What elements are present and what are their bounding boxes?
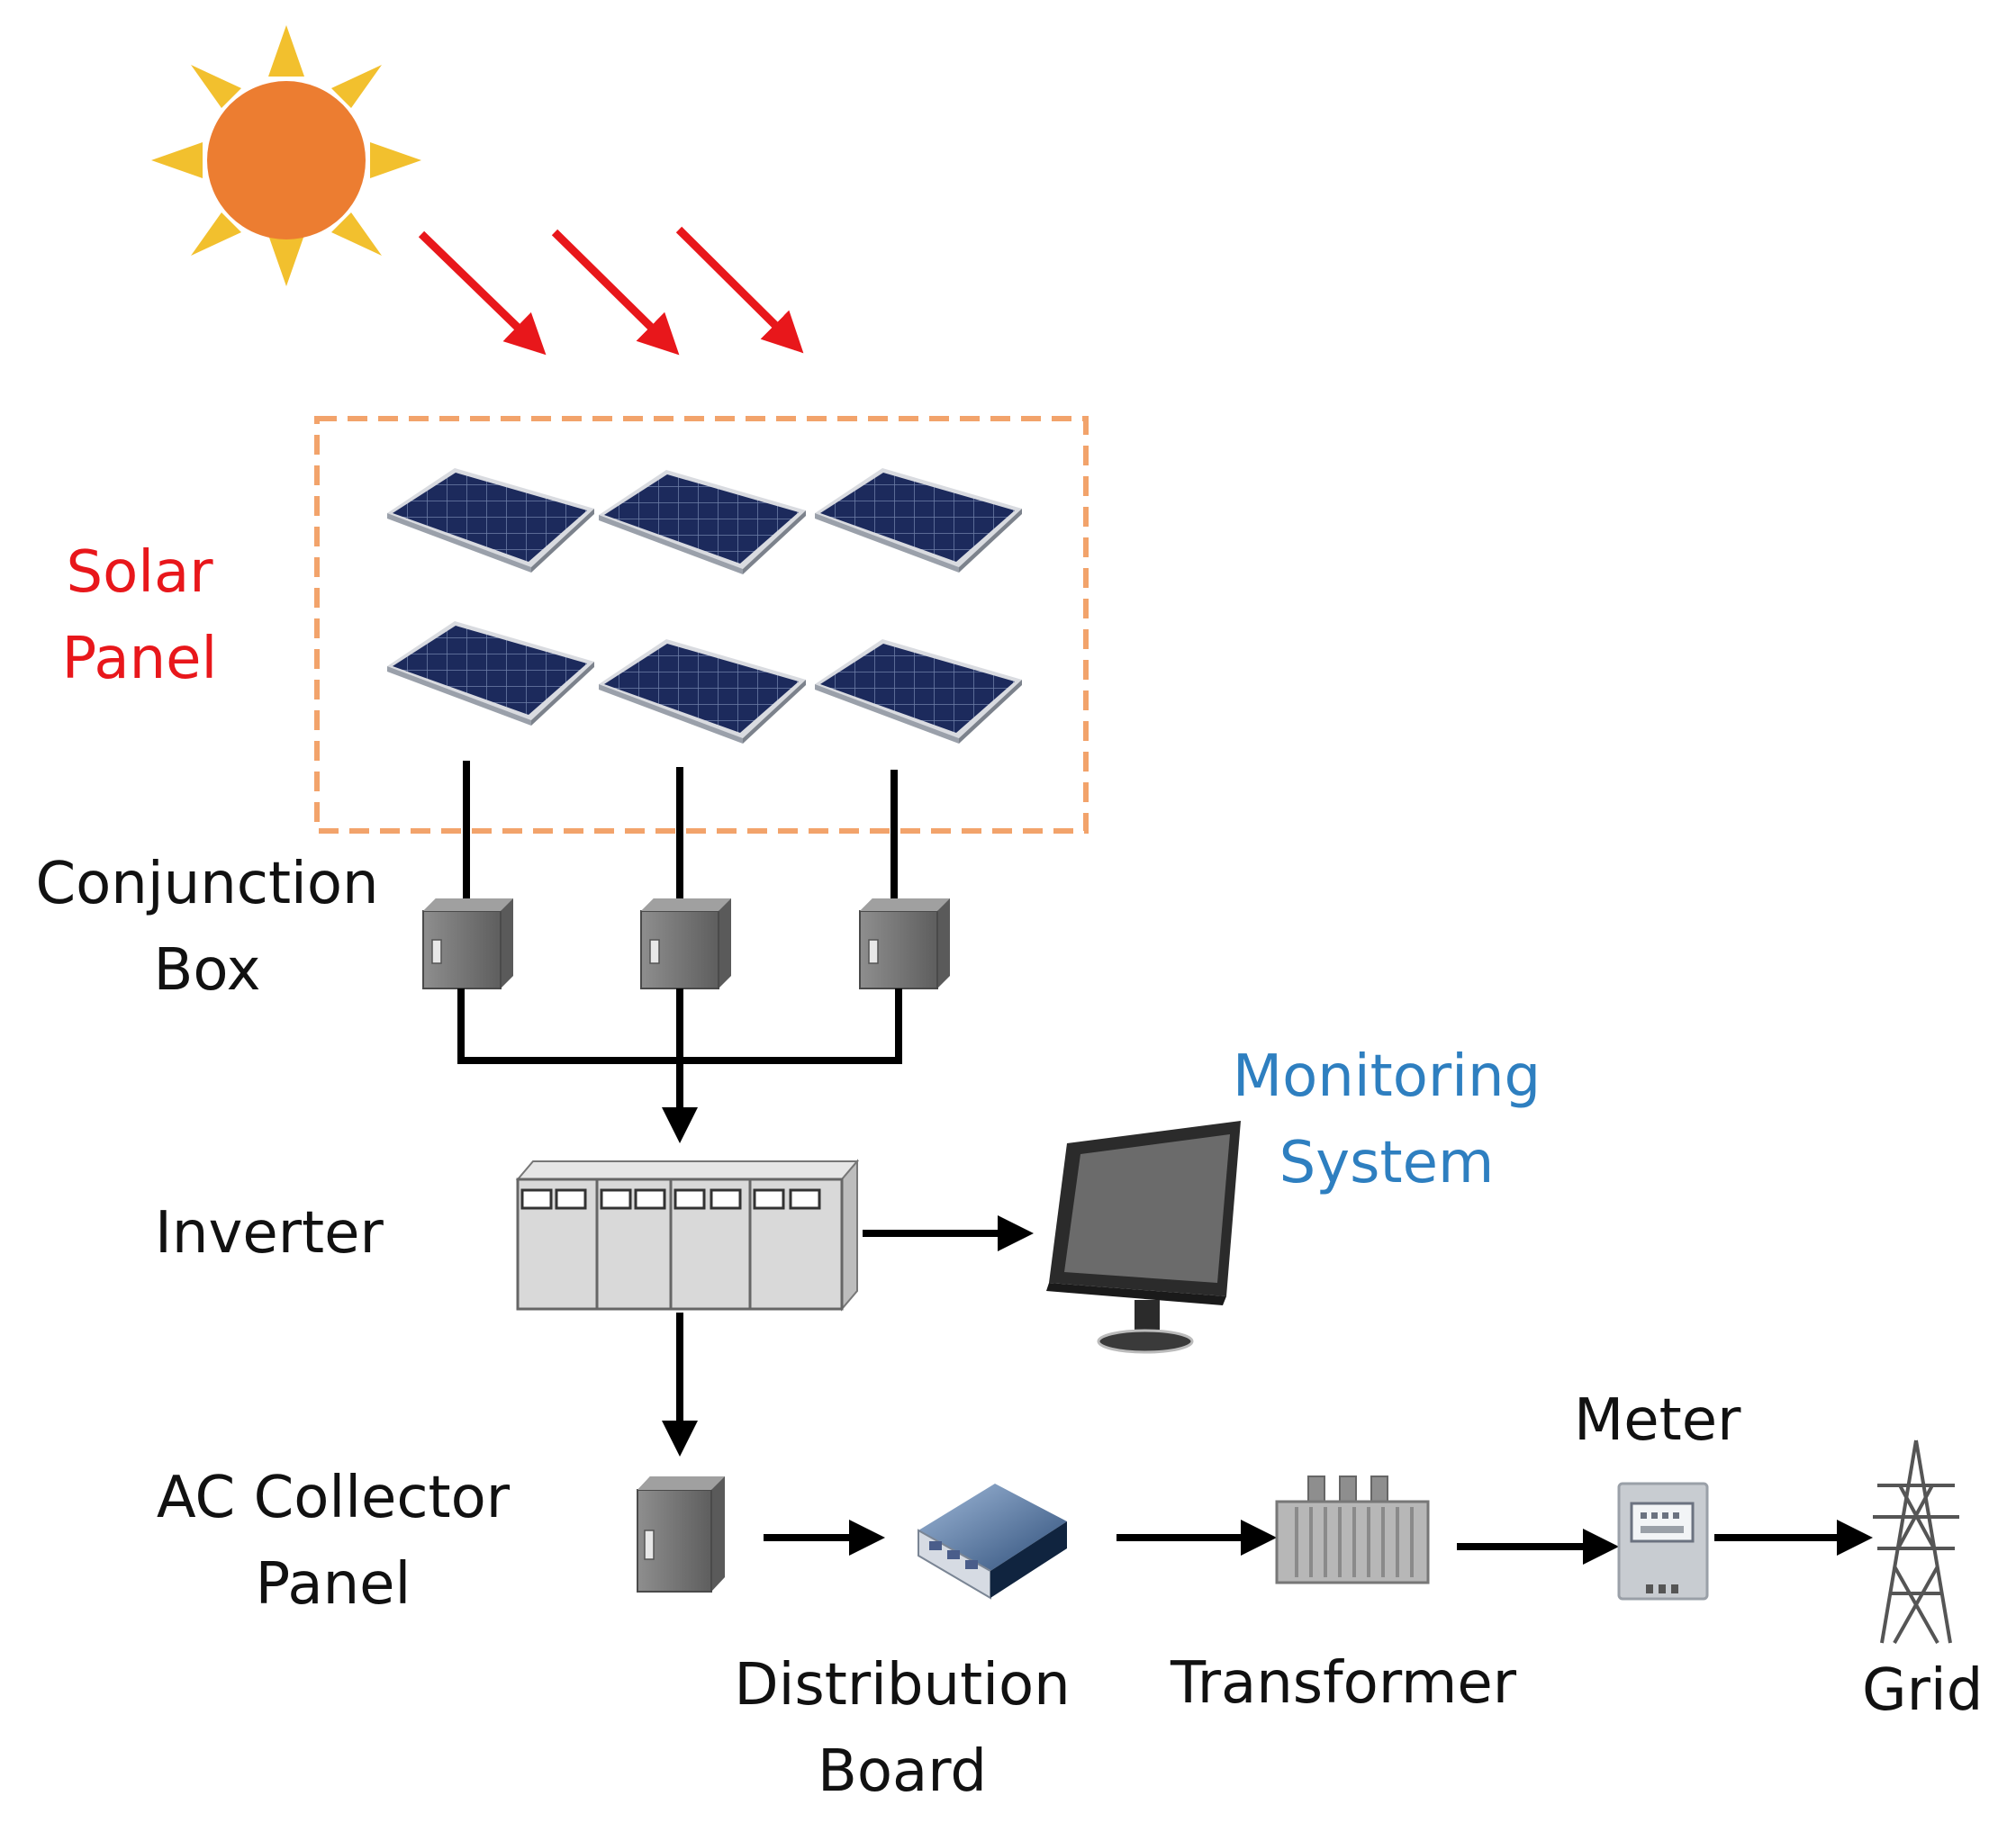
- distribution-board-icon: [918, 1484, 1067, 1600]
- inverter-label: Inverter: [155, 1200, 384, 1267]
- transformer-icon: [1275, 1476, 1430, 1584]
- solar-panel-array: [387, 468, 1022, 744]
- junction-box-icon: [859, 898, 951, 989]
- solar-panel-icon: [599, 470, 806, 574]
- solar-array-boundary: [314, 416, 1089, 834]
- meter-icon: [1617, 1482, 1709, 1601]
- monitor-icon: [1046, 1121, 1241, 1354]
- meter-label: Meter: [1574, 1387, 1741, 1454]
- junction-box-icon: [422, 898, 514, 989]
- conjunction-box-label: Conjunction Box: [35, 851, 379, 1004]
- monitoring-system-label: Monitoring System: [1232, 1043, 1541, 1196]
- transformer-label: Transformer: [1171, 1650, 1517, 1717]
- panel-wires: [463, 761, 898, 900]
- solar-panel-icon: [387, 468, 594, 573]
- solar-panel-icon: [815, 639, 1022, 744]
- grid-label: Grid: [1862, 1657, 1984, 1724]
- distribution-board-label: Distribution Board: [734, 1652, 1071, 1805]
- solar-panel-icon: [599, 639, 806, 744]
- solar-panel-label: Solar Panel: [61, 539, 218, 692]
- inverter-icon: [515, 1159, 860, 1312]
- ac-collector-icon: [637, 1476, 725, 1593]
- sunlight-arrows: [418, 226, 804, 356]
- transmission-tower-icon: [1873, 1439, 1959, 1644]
- combiner-bus: [457, 988, 902, 1143]
- junction-box-icon: [640, 898, 732, 989]
- junction-boxes: [422, 898, 951, 989]
- sun-icon: [151, 25, 421, 286]
- solar-panel-icon: [815, 468, 1022, 573]
- solar-panel-icon: [387, 621, 594, 726]
- ac-collector-panel-label: AC Collector Panel: [156, 1465, 511, 1618]
